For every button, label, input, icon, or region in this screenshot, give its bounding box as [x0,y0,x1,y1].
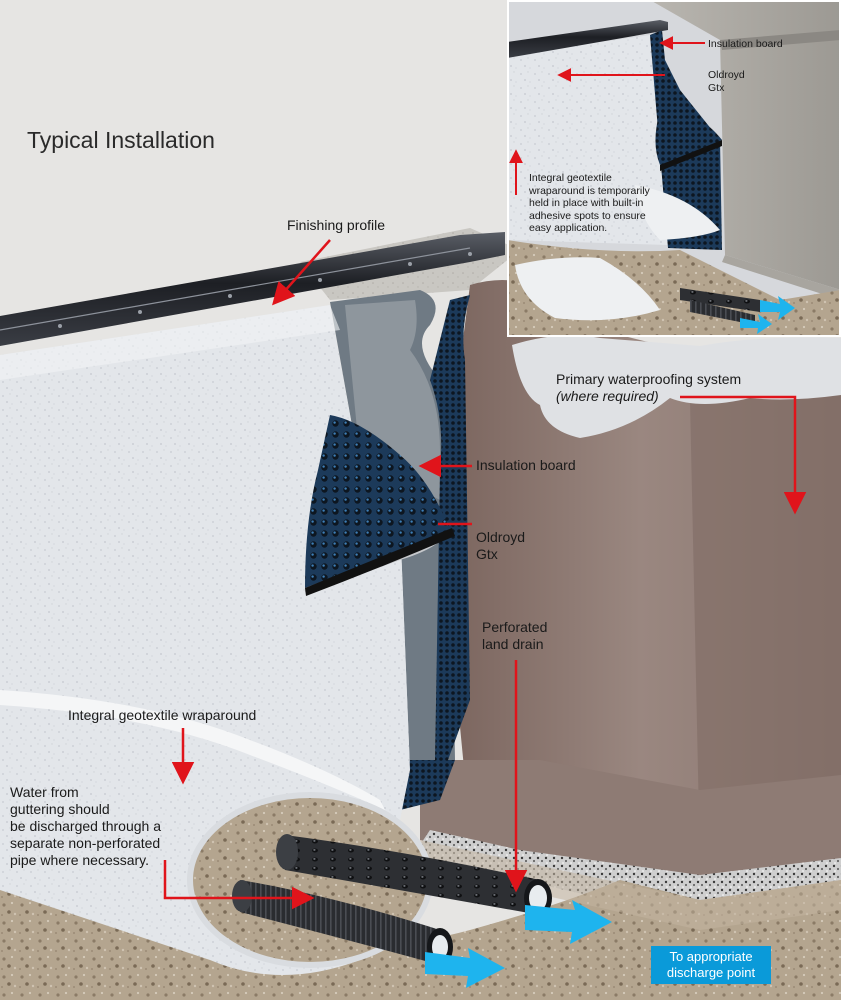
geotextile-wall [0,305,410,820]
discharge-line-1: To appropriate [669,949,753,964]
inset-detail [507,0,841,337]
inset-note-line-2: wraparound is temporarily [529,184,650,197]
water-line-1: Water from [10,784,79,800]
finishing-profile-label: Finishing profile [287,217,386,233]
membrane-edge [430,295,470,760]
perforated-drain-label: Perforated land drain [482,619,547,653]
waterproofing-edge [512,335,841,438]
wraparound-label: Integral geotextile wraparound [68,707,257,723]
primary-line-1: Primary waterproofing system [556,371,742,387]
water-line-4: separate non-perforated [10,835,161,851]
oldroyd-gtx-label: Oldroyd Gtx [476,529,525,563]
non-perforated-pipe [240,880,440,965]
inset-oldroyd-line-1: Oldroyd [708,69,745,81]
oldroyd-line-1: Oldroyd [476,529,526,545]
water-line-5: pipe where necessary. [10,852,150,868]
water-guttering-note: Water from guttering should be discharge… [10,784,161,869]
insulation-board-label: Insulation board [476,457,576,473]
inset-oldroyd-label: Oldroyd Gtx [708,69,745,94]
water-flow-2 [425,948,505,988]
inset-note-line-3: held in place with built-in [529,197,644,209]
oldroyd-line-2: Gtx [476,546,498,562]
inset-note-line-5: easy application. [529,222,608,234]
inset-note: Integral geotextile wraparound is tempor… [529,172,650,235]
inset-note-line-1: Integral geotextile [529,172,612,184]
inset-insulation-label: Insulation board [708,38,783,50]
diagram-title: Typical Installation [27,127,215,153]
water-flow-1 [525,900,612,944]
perforated-pipe [285,835,540,915]
dimple-membrane [305,415,450,588]
discharge-point-badge: To appropriate discharge point [651,946,771,984]
water-line-3: be discharged through a [10,818,161,834]
finishing-profile [0,232,505,346]
primary-line-2: (where required) [556,388,659,404]
water-line-2: guttering should [10,801,110,817]
discharge-line-2: discharge point [666,965,756,980]
perforated-line-2: land drain [482,636,544,652]
perforated-line-1: Perforated [482,619,548,635]
primary-waterproofing-label: Primary waterproofing system (where requ… [556,371,741,405]
inset-note-line-4: adhesive spots to ensure [529,209,646,222]
inset-oldroyd-line-2: Gtx [708,81,725,94]
concrete-footing [420,760,841,880]
